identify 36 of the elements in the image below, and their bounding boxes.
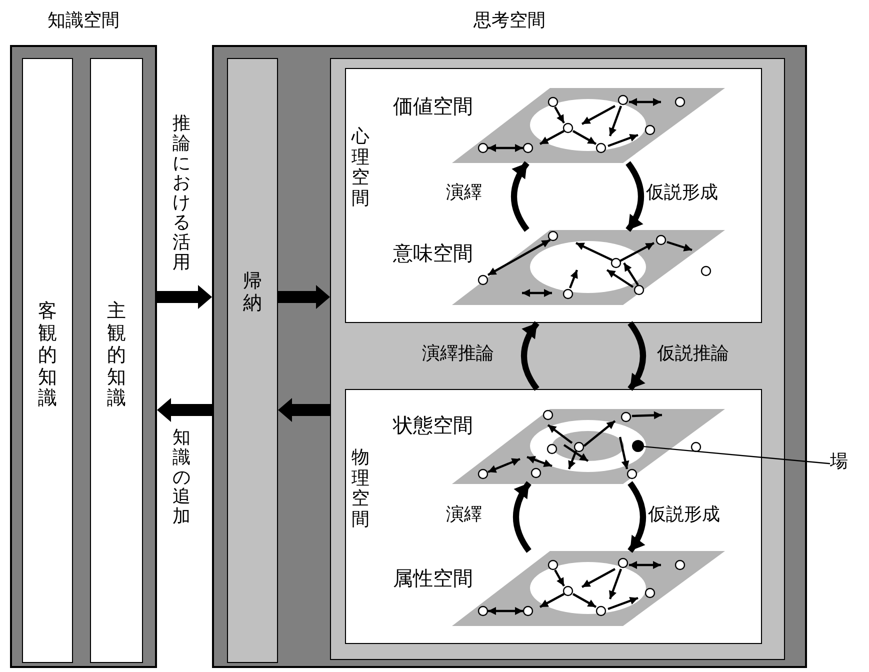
edge-label: 仮説形成 <box>648 505 720 525</box>
edge-label: 知識の追加 <box>172 428 191 527</box>
inner-panel <box>345 389 762 644</box>
plane-label: 意味空間 <box>393 242 473 264</box>
curved-arrow <box>626 161 644 232</box>
plane-label: 価値空間 <box>393 95 473 117</box>
column-label: 帰納 <box>242 271 262 315</box>
column-label: 主観的知識 <box>106 301 126 410</box>
panel-label: 物理空間 <box>351 448 370 531</box>
inner-panel <box>345 68 762 323</box>
edge-label: 演繹推論 <box>422 344 494 364</box>
column-panel <box>227 58 278 663</box>
plane-label: 属性空間 <box>393 567 473 589</box>
curved-arrow <box>628 321 646 391</box>
plane-shape <box>390 409 725 483</box>
plane-shape <box>390 230 725 305</box>
curved-arrow <box>513 481 532 553</box>
column-panel <box>90 58 143 663</box>
edge-label: 仮説推論 <box>657 344 729 364</box>
callout-label: 場 <box>830 452 848 472</box>
edge-label: 推論における活用 <box>172 114 191 272</box>
curved-arrow <box>628 481 646 553</box>
edge-label: 演繹 <box>446 183 482 203</box>
column-label: 客観的知識 <box>38 301 58 410</box>
leader-line <box>644 446 830 464</box>
plane-label: 状態空間 <box>393 414 473 436</box>
edge-label: 演繹 <box>446 505 482 525</box>
curved-arrow <box>521 321 540 391</box>
plane-shape <box>390 88 725 163</box>
frame-title: 知識空間 <box>46 11 120 31</box>
inner-panel <box>330 58 785 660</box>
column-panel <box>22 58 73 663</box>
frame-title: 思考空間 <box>472 11 546 31</box>
panel-label: 心理空間 <box>351 127 370 210</box>
curved-arrow <box>511 161 530 232</box>
edge-label: 仮説形成 <box>646 183 718 203</box>
